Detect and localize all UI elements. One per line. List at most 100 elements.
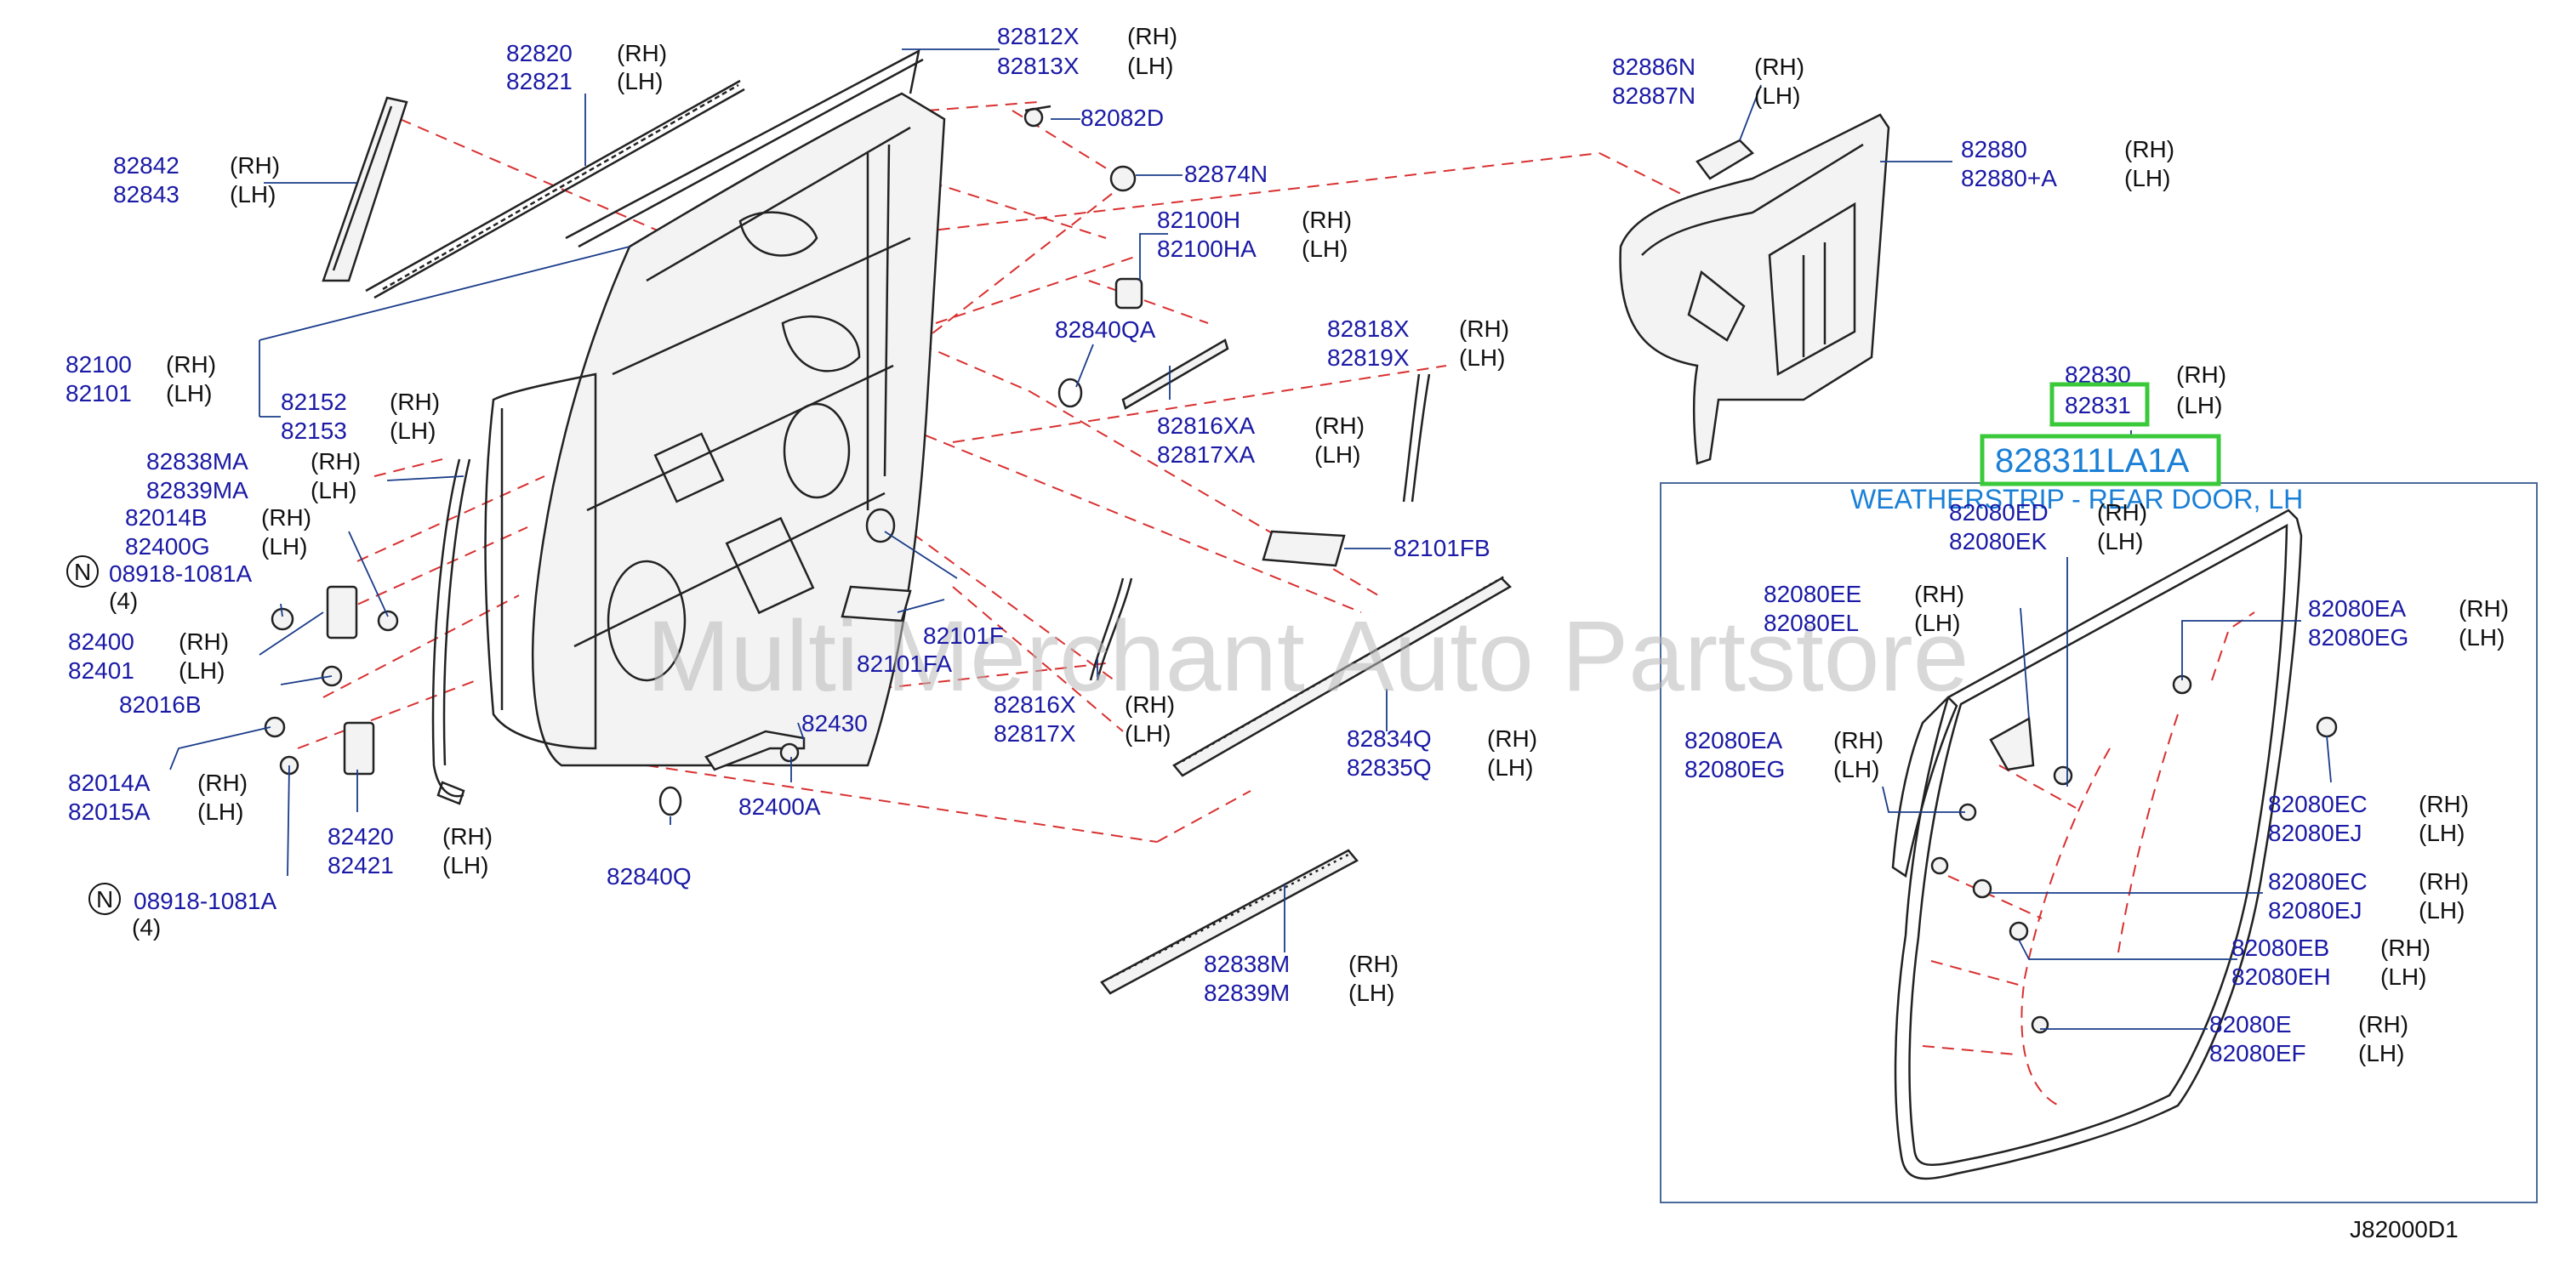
- side-lh: (LH): [390, 418, 436, 444]
- label-08918-1081A[interactable]: 08918-1081A: [109, 560, 252, 587]
- label-82817XA[interactable]: 82817XA: [1157, 441, 1256, 468]
- rear-door-weatherstrip-828311LA1A[interactable]: [1891, 509, 2303, 1180]
- label-82839M[interactable]: 82839M: [1204, 980, 1290, 1006]
- label-82100H[interactable]: 82100H: [1157, 207, 1240, 233]
- label-82400A[interactable]: 82400A: [738, 793, 821, 820]
- label-82100[interactable]: 82100: [66, 351, 132, 378]
- quantity: (4): [132, 914, 161, 941]
- label-82101[interactable]: 82101: [66, 380, 132, 406]
- label-82812X[interactable]: 82812X: [997, 23, 1080, 49]
- label-82843[interactable]: 82843: [113, 181, 180, 207]
- label-82080E[interactable]: 82080E: [2209, 1011, 2292, 1037]
- side-lh: (LH): [179, 657, 225, 684]
- label-82887N[interactable]: 82887N: [1612, 82, 1695, 109]
- label-82838M[interactable]: 82838M: [1204, 951, 1290, 977]
- label-82840QA[interactable]: 82840QA: [1055, 316, 1156, 343]
- label-82874N[interactable]: 82874N: [1184, 161, 1268, 187]
- side-lh: (LH): [1459, 344, 1505, 371]
- side-rh: (RH): [1833, 727, 1884, 753]
- label-82080EB[interactable]: 82080EB: [2231, 935, 2329, 961]
- label-82080EC[interactable]: 82080EC: [2268, 791, 2368, 817]
- side-rh: (RH): [617, 40, 667, 66]
- weatherstrip-82834Q: [1172, 575, 1513, 777]
- side-rh: (RH): [2459, 595, 2509, 622]
- n-symbol: N: [74, 559, 91, 585]
- label-82831[interactable]: 82831: [2065, 392, 2131, 418]
- side-rh: (RH): [1348, 951, 1399, 977]
- label-82835Q[interactable]: 82835Q: [1347, 754, 1432, 781]
- label-82080EL[interactable]: 82080EL: [1764, 610, 1859, 636]
- label-82101FA[interactable]: 82101FA: [857, 651, 952, 677]
- label-82080EH[interactable]: 82080EH: [2231, 964, 2331, 990]
- label-82100HA[interactable]: 82100HA: [1157, 236, 1257, 262]
- label-82080EA[interactable]: 82080EA: [1684, 727, 1783, 753]
- labels: 82820 82821 (RH) (LH) 82812X 82813X (RH)…: [66, 23, 2509, 1242]
- side-rh: (RH): [261, 504, 311, 531]
- label-82813X[interactable]: 82813X: [997, 53, 1080, 79]
- label-82840Q[interactable]: 82840Q: [607, 863, 692, 890]
- label-82152[interactable]: 82152: [281, 389, 347, 415]
- side-rh: (RH): [197, 770, 248, 796]
- label-82080EJ[interactable]: 82080EJ: [2268, 897, 2362, 924]
- label-82880[interactable]: 82880: [1961, 136, 2027, 162]
- label-82842[interactable]: 82842: [113, 152, 180, 179]
- side-rh: (RH): [1127, 23, 1177, 49]
- side-lh: (LH): [1302, 236, 1348, 262]
- label-82080EG[interactable]: 82080EG: [2308, 624, 2408, 651]
- label-82816XA[interactable]: 82816XA: [1157, 412, 1256, 439]
- label-82821[interactable]: 82821: [506, 68, 573, 94]
- seal-pad-82101FB: [1262, 530, 1346, 567]
- label-82816X[interactable]: 82816X: [994, 691, 1076, 718]
- label-82817X[interactable]: 82817X: [994, 720, 1076, 747]
- label-82080EG[interactable]: 82080EG: [1684, 756, 1785, 782]
- side-lh: (LH): [166, 380, 212, 406]
- door-trim-panel-82880: [1619, 113, 1890, 465]
- label-82819X[interactable]: 82819X: [1327, 344, 1410, 371]
- side-rh: (RH): [2176, 361, 2226, 388]
- label-82014A[interactable]: 82014A: [68, 770, 151, 796]
- label-82080EK[interactable]: 82080EK: [1949, 528, 2048, 554]
- highlighted-part-code[interactable]: 828311LA1A: [1995, 442, 2190, 480]
- label-82016B[interactable]: 82016B: [119, 691, 202, 718]
- side-lh: (LH): [1914, 610, 1960, 636]
- label-82401[interactable]: 82401: [68, 657, 134, 684]
- side-lh: (LH): [2419, 897, 2465, 924]
- quantity: (4): [109, 588, 138, 614]
- label-82014B[interactable]: 82014B: [125, 504, 208, 531]
- label-82101FB[interactable]: 82101FB: [1393, 535, 1490, 561]
- label-82101F[interactable]: 82101F: [923, 622, 1004, 649]
- side-rh: (RH): [442, 823, 493, 850]
- label-82080EA[interactable]: 82080EA: [2308, 595, 2407, 622]
- label-82420[interactable]: 82420: [328, 823, 394, 850]
- label-82818X[interactable]: 82818X: [1327, 316, 1410, 342]
- side-lh: (LH): [311, 477, 356, 503]
- weatherstrip-82838MA: [431, 458, 471, 805]
- label-82400[interactable]: 82400: [68, 628, 134, 655]
- label-82421[interactable]: 82421: [328, 852, 394, 878]
- label-82080EF[interactable]: 82080EF: [2209, 1040, 2306, 1066]
- label-82430[interactable]: 82430: [801, 710, 868, 736]
- label-82880A[interactable]: 82880+A: [1961, 165, 2057, 191]
- side-rh: (RH): [1914, 581, 1964, 607]
- label-08918-1081A[interactable]: 08918-1081A: [134, 888, 276, 914]
- side-rh: (RH): [2380, 935, 2431, 961]
- side-rh: (RH): [2419, 868, 2469, 895]
- label-82153[interactable]: 82153: [281, 418, 347, 444]
- label-82080EC[interactable]: 82080EC: [2268, 868, 2368, 895]
- label-82015A[interactable]: 82015A: [68, 799, 151, 825]
- label-82839MA[interactable]: 82839MA: [146, 477, 248, 503]
- label-82082D[interactable]: 82082D: [1080, 105, 1164, 131]
- label-82820[interactable]: 82820: [506, 40, 573, 66]
- side-rh: (RH): [1314, 412, 1365, 439]
- label-82080ED[interactable]: 82080ED: [1949, 499, 2049, 526]
- label-82080EJ[interactable]: 82080EJ: [2268, 820, 2362, 846]
- label-82834Q[interactable]: 82834Q: [1347, 725, 1432, 752]
- side-lh: (LH): [1127, 53, 1173, 79]
- label-82838MA[interactable]: 82838MA: [146, 448, 248, 475]
- side-lh: (LH): [1125, 720, 1171, 747]
- label-82886N[interactable]: 82886N: [1612, 54, 1695, 80]
- label-82080EE[interactable]: 82080EE: [1764, 581, 1861, 607]
- side-rh: (RH): [2124, 136, 2174, 162]
- side-rh: (RH): [179, 628, 229, 655]
- label-82400G[interactable]: 82400G: [125, 533, 210, 560]
